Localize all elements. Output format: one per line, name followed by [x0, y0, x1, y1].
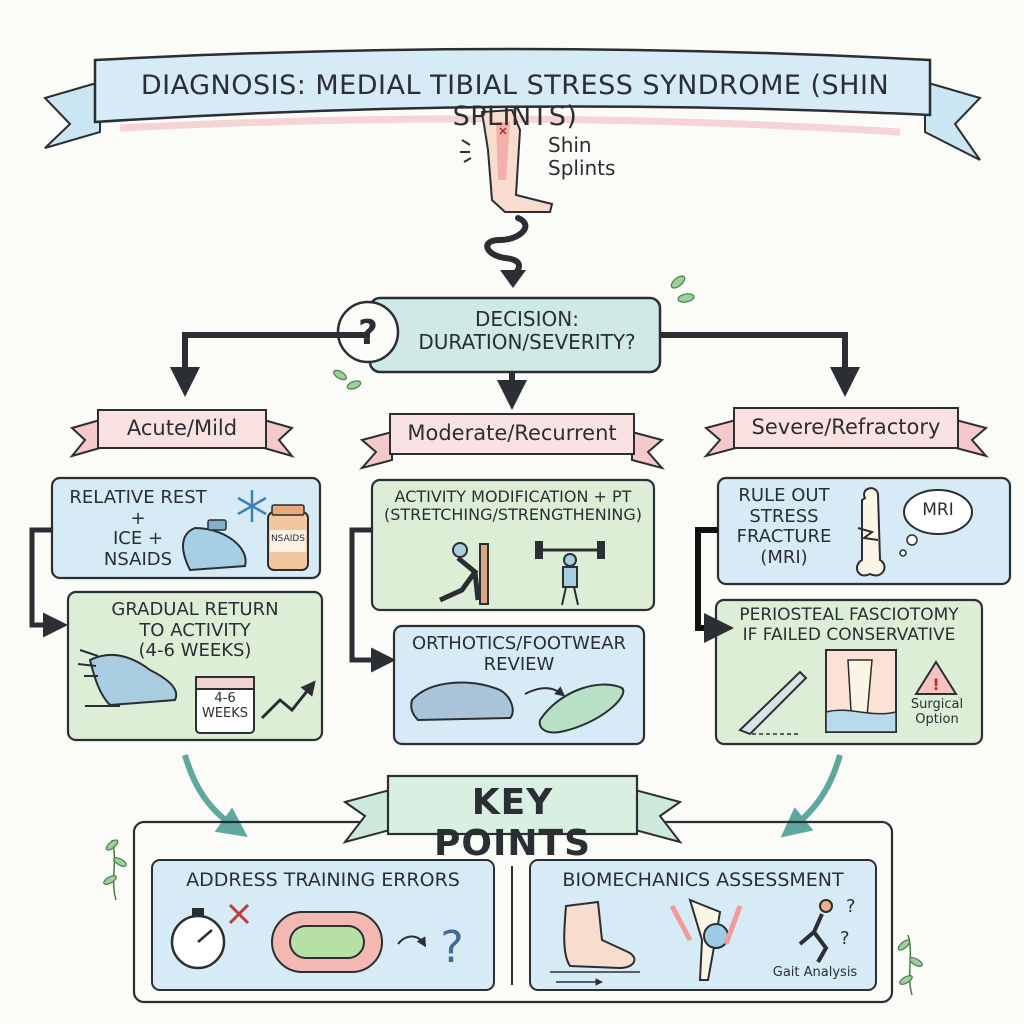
calendar-label: 4-6 WEEKS: [201, 691, 249, 721]
ribbon-moderate: [359, 413, 665, 470]
stopwatch-icon: [170, 908, 226, 970]
running-person-icon: ? ?: [798, 896, 856, 963]
barbell-person-icon: [535, 541, 605, 606]
vine-decoration: [103, 839, 923, 996]
key-right-title: BIOMECHANICS ASSESSMENT: [562, 869, 844, 891]
leaf-decoration: [333, 275, 695, 390]
severe-step-1-text: RULE OUT STRESS FRACTURE (MRI): [736, 485, 832, 569]
running-track-icon: [271, 911, 383, 973]
acute-step-1-text: RELATIVE REST + ICE + NSAIDS: [69, 487, 207, 571]
page-title: DIAGNOSIS: MEDIAL TIBIAL STRESS SYNDROME…: [140, 70, 890, 133]
scalpel-icon: [738, 670, 808, 736]
svg-text:!: !: [932, 675, 939, 694]
acute-step-2-text: GRADUAL RETURN TO ACTIVITY (4-6 WEEKS): [111, 599, 279, 662]
key-points-ribbon: [342, 774, 683, 844]
svg-text:?: ?: [840, 928, 850, 949]
thought-bubble-icon: [899, 489, 973, 557]
shin-leg-icon: [460, 108, 554, 213]
decision-label: DECISION: DURATION/SEVERITY?: [418, 307, 636, 354]
branch-label-moderate: Moderate/Recurrent: [407, 421, 617, 445]
ribbon-severe: [703, 407, 989, 458]
ice-bag-icon: [182, 519, 247, 572]
nsaids-bottle-icon: [267, 504, 309, 571]
running-shoe-icon: [410, 681, 514, 722]
stretching-person-icon: [438, 542, 489, 605]
winged-shoe-icon: [77, 649, 178, 707]
branch-label-acute: Acute/Mild: [126, 416, 238, 440]
question-mark-icon: ?: [440, 922, 463, 973]
leg-surgery-icon: [825, 649, 897, 733]
key-left-title: ADDRESS TRAINING ERRORS: [186, 869, 460, 891]
cross-icon: [228, 903, 250, 925]
surgical-option-label: Surgical Option: [910, 697, 964, 727]
nsaids-bottle-label: NSAIDS: [270, 534, 306, 544]
thought-bubble-label: MRI: [922, 500, 954, 520]
insole-icon: [538, 683, 625, 734]
snowflake-icon: [237, 490, 267, 522]
calendar-icon: [195, 676, 255, 734]
severe-step-2-text: PERIOSTEAL FASCIOTOMY IF FAILED CONSERVA…: [739, 605, 959, 645]
moderate-step-1-text: ACTIVITY MODIFICATION + PT (STRETCHING/S…: [383, 487, 643, 525]
fractured-bone-icon: [855, 487, 886, 577]
trend-up-icon: [260, 680, 316, 720]
warning-icon: !: [914, 660, 958, 695]
svg-text:?: ?: [846, 896, 856, 917]
knee-icon: [669, 898, 743, 981]
box-moderate-1: [370, 478, 656, 612]
ribbon-acute: [69, 409, 295, 458]
start-node-label: Shin Splints: [548, 133, 616, 180]
moderate-step-2-text: ORTHOTICS/FOOTWEAR REVIEW: [411, 633, 627, 675]
gait-analysis-caption: Gait Analysis: [772, 965, 858, 980]
foot-icon: [550, 900, 640, 986]
key-points-title: KEY POINTS: [434, 782, 591, 865]
branch-label-severe: Severe/Refractory: [751, 415, 941, 439]
